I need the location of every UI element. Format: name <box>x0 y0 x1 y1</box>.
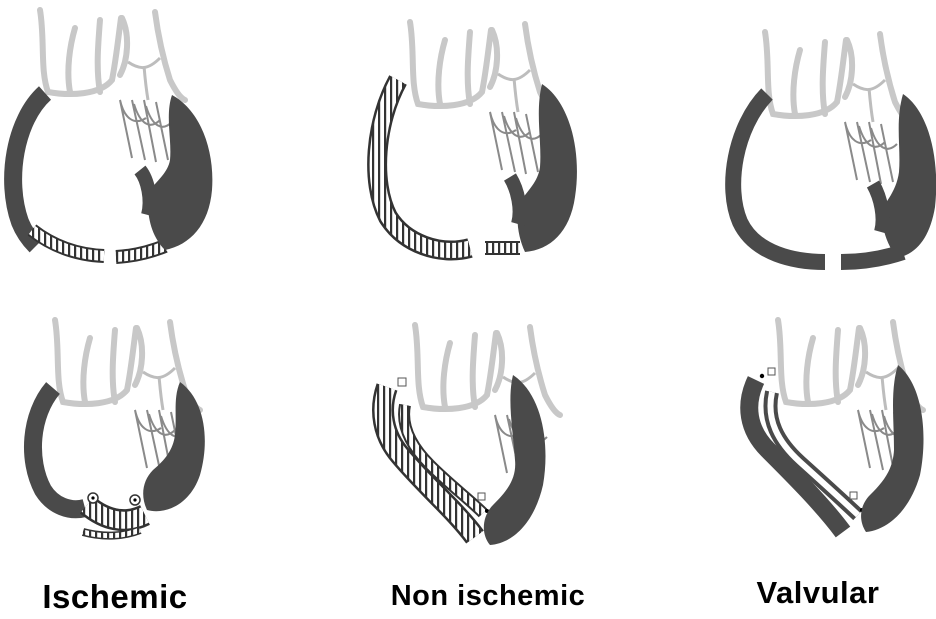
panel-non-ischemic-before <box>377 22 577 252</box>
panel-ischemic-before <box>13 10 212 257</box>
panel-valvular-after <box>749 320 923 532</box>
caption-non-ischemic: Non ischemic <box>391 580 586 613</box>
panel-non-ischemic-after <box>383 325 560 545</box>
caption-valvular: Valvular <box>757 575 880 611</box>
caption-ischemic: Ischemic <box>42 578 187 616</box>
panel-ischemic-after <box>33 320 205 536</box>
panel-valvular-before <box>733 32 936 262</box>
